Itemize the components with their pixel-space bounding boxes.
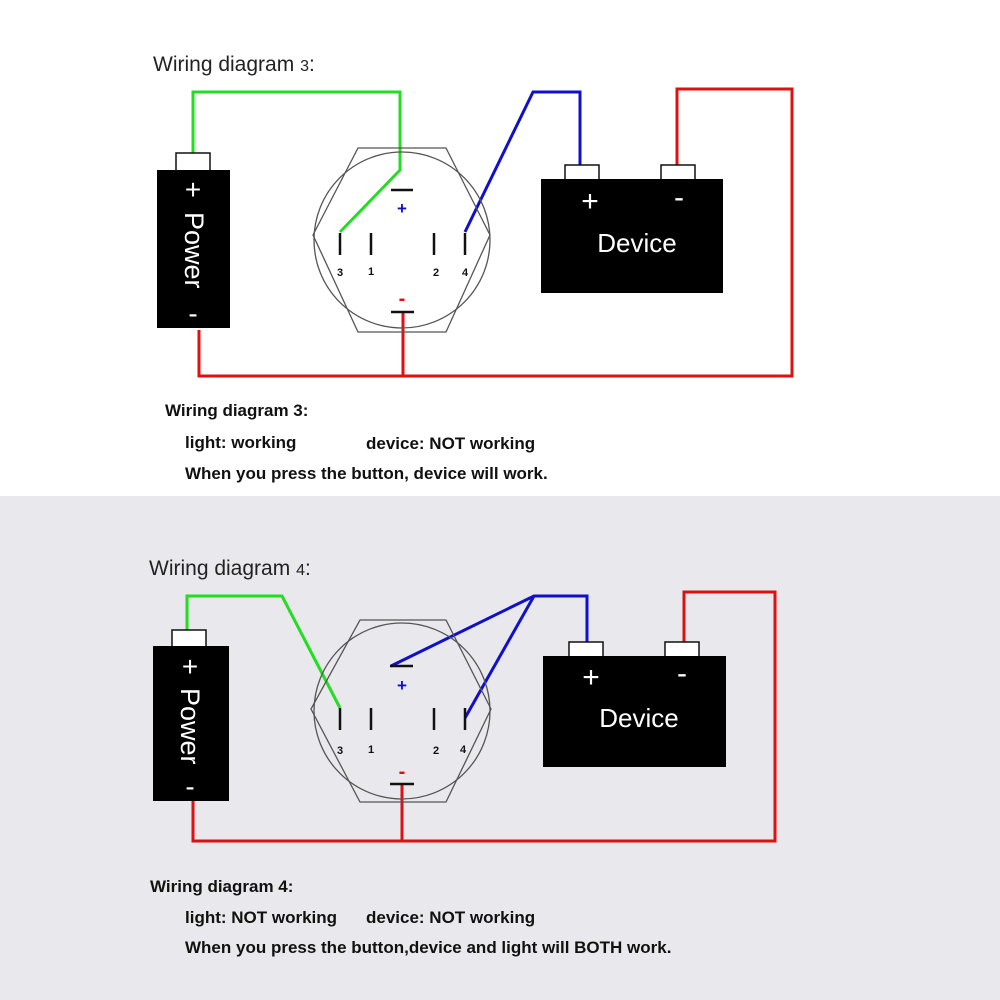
d4-device-terminal-plus [568,641,604,658]
d4-pin-4-label: 4 [460,744,467,756]
diagram-3-device-status: device: NOT working [366,434,536,453]
d4-blue-wire-branch [463,595,536,719]
diagram-3-title: Wiring diagram 3: [153,53,315,77]
d3-pin-2-label: 2 [433,267,439,279]
d4-green-wire [185,594,342,709]
d4-pin-1-label: 1 [368,744,374,756]
d3-pin-1-label: 1 [368,266,374,278]
d3-pin-4-label: 4 [462,267,469,279]
d4-pin-2-label: 2 [433,745,439,757]
d4-power-battery [153,646,229,801]
d3-device-terminal-minus [660,164,696,181]
d4-device-minus: - [677,657,687,690]
diagram-4-light-status: light: NOT working [185,908,338,927]
d3-green-wire [191,90,402,234]
d3-power-battery [157,170,230,328]
d3-device-label: Device [597,228,676,258]
d3-red-wire [197,87,794,378]
d3-switch-hexagon [312,147,491,333]
diagram-3-title-number: 3 [300,58,309,75]
d3-device-box [541,179,723,293]
diagram-3-light-status: light: working [185,433,297,452]
d3-pin-plus-label: + [397,199,407,218]
d4-blue-wire [390,594,589,668]
d3-pin-3-label: 3 [337,267,343,279]
diagram-3-title-colon: : [308,53,315,76]
diagram-4-note: When you press the button,device and lig… [185,938,672,957]
d4-pin-minus-label: - [399,761,406,783]
d3-pin-minus-label: - [399,288,406,310]
d3-device-minus: - [674,181,684,214]
diagram-4-title-colon: : [304,557,311,580]
diagram-4-title-number: 4 [296,562,305,579]
wiring-diagram-3-panel: Wiring diagram 3: + Power - + 3 1 2 4 - … [0,0,1000,496]
d3-power-minus: - [188,298,197,329]
diagram-3-note: When you press the button, device will w… [185,464,548,483]
d4-power-label: Power [175,688,205,765]
d4-device-box [543,656,726,767]
d4-switch-ring [313,622,491,800]
d4-pin-3-label: 3 [337,745,343,757]
d3-switch-ring [313,151,491,329]
d3-blue-wire [463,90,582,233]
d4-device-label: Device [599,703,678,733]
diagram-4-caption-title: Wiring diagram 4: [150,877,294,896]
wiring-diagram-4-panel: Wiring diagram 4: + Power - + 3 1 2 4 - [0,496,1000,1000]
diagram-4-title-text: Wiring diagram [149,557,291,580]
diagram-4-wiring-svg: + Power - + 3 1 2 4 - + - Device [153,590,777,843]
d4-pin-plus-label: + [397,676,407,695]
d3-power-terminal [175,152,211,172]
d4-device-terminal-minus [664,641,700,658]
d4-red-wire [191,590,777,843]
d4-power-minus: - [185,771,194,802]
diagram-4-device-status: device: NOT working [366,908,536,927]
d3-power-label: Power [179,212,209,289]
d3-device-plus: + [581,185,599,218]
d4-switch-hexagon [310,619,492,803]
d4-device-plus: + [582,661,600,694]
diagram-3-wiring-svg: + Power - + 3 1 2 4 - + - Device [157,87,794,378]
d3-power-plus: + [185,174,201,205]
d4-power-plus: + [182,651,198,682]
diagram-3-title-text: Wiring diagram [153,53,295,76]
diagram-4-title: Wiring diagram 4: [149,557,311,581]
d3-device-terminal-plus [564,164,600,181]
d4-power-terminal [171,629,207,649]
diagram-3-caption-title: Wiring diagram 3: [165,401,309,420]
